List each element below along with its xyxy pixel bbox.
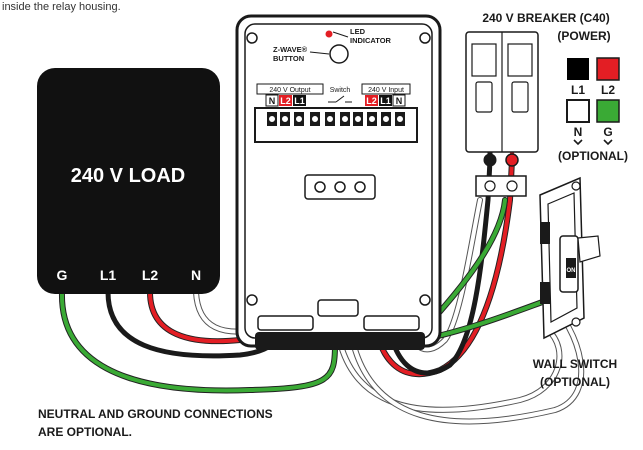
breaker: 240 V BREAKER (C40) (POWER) L1 L2 N G (O… [465, 11, 628, 197]
led-label-2: INDICATOR [350, 36, 392, 45]
screw-icon [268, 115, 276, 123]
screw-icon [396, 115, 404, 123]
cable-gland-center [317, 299, 359, 317]
breaker-toggle-1 [475, 81, 493, 113]
screw-icon [326, 115, 334, 123]
screw-icon [295, 115, 303, 123]
screw-icon [314, 181, 326, 193]
zwave-label-1: Z-WAVE® [273, 45, 308, 54]
legend-label-n: N [574, 125, 583, 139]
terminal-labels: N L2 L1 L2 L1 N [265, 94, 406, 107]
legend-swatch-g [596, 99, 620, 123]
screw-icon [382, 115, 390, 123]
screw-icon [281, 115, 289, 123]
chevron-down-icon [573, 139, 583, 146]
chevron-down-icon [603, 139, 613, 146]
load-box: 240 V LOAD G L1 L2 N [37, 68, 220, 294]
screw-icon [341, 115, 349, 123]
neutral-ground-bar [475, 175, 527, 197]
wire-load-ground [59, 290, 337, 393]
terminal-screws [267, 112, 405, 126]
wall-switch-label-2: (OPTIONAL) [540, 375, 610, 389]
wall-switch-label-1: WALL SWITCH [533, 357, 617, 371]
group-input-label: 240 V Input [368, 87, 404, 94]
group-switch-label: Switch [330, 87, 351, 94]
screw-icon [571, 181, 581, 191]
term-out-l1: L1 [294, 96, 305, 106]
screw-icon [419, 294, 431, 306]
cable-gland-left [257, 315, 314, 331]
screw-icon [419, 32, 431, 44]
legend-swatch-l1 [567, 58, 589, 80]
screw-icon [354, 115, 362, 123]
term-in-l2: L2 [366, 96, 377, 106]
screw-icon [368, 115, 376, 123]
note-line-1: NEUTRAL AND GROUND CONNECTIONS [38, 407, 273, 421]
led-label-1: LED [350, 27, 366, 36]
zwave-button-icon [329, 44, 349, 64]
wire-switch-1 [333, 138, 562, 412]
wall-switch: ON WALL SWITCH (OPTIONAL) [533, 176, 617, 389]
breaker-toggle-2 [511, 81, 529, 113]
zwave-label-2: BUTTON [273, 54, 304, 63]
terminal-block [254, 107, 418, 143]
wire-switch-2 [346, 138, 584, 424]
note-line-2: ARE OPTIONAL. [38, 425, 132, 439]
legend-swatch-l2 [596, 57, 620, 81]
legend-label-l2: L2 [601, 83, 615, 97]
caption-top: inside the relay housing. [2, 1, 121, 13]
breaker-title-1: 240 V BREAKER (C40) [482, 11, 609, 25]
relay-bottom-seal [255, 332, 425, 350]
screw-icon [354, 181, 366, 193]
legend-label-g: G [603, 125, 612, 139]
term-out-l2: L2 [280, 96, 291, 106]
led-indicator-icon [325, 30, 333, 38]
term-out-n: N [269, 96, 276, 106]
screw-icon [571, 317, 581, 327]
cable-gland-right [363, 315, 420, 331]
relay: LED INDICATOR Z-WAVE® BUTTON 240 V Outpu… [235, 14, 442, 350]
load-terminal-g: G [57, 267, 68, 283]
load-terminal-l2: L2 [142, 267, 159, 283]
breaker-title-2: (POWER) [557, 29, 610, 43]
screw-icon [246, 32, 258, 44]
load-body [37, 68, 220, 294]
switch-on-text: ON [567, 268, 576, 274]
term-in-n: N [396, 96, 403, 106]
screw-icon [334, 181, 346, 193]
screw-icon [311, 115, 319, 123]
term-in-l1: L1 [380, 96, 391, 106]
load-terminal-n: N [191, 267, 201, 283]
load-title: 240 V LOAD [71, 165, 185, 187]
screw-icon [246, 294, 258, 306]
legend-swatch-n [566, 99, 590, 123]
legend-optional: (OPTIONAL) [558, 149, 628, 163]
group-output-label: 240 V Output [269, 87, 310, 94]
load-terminal-l1: L1 [100, 267, 117, 283]
legend-label-l1: L1 [571, 83, 585, 97]
